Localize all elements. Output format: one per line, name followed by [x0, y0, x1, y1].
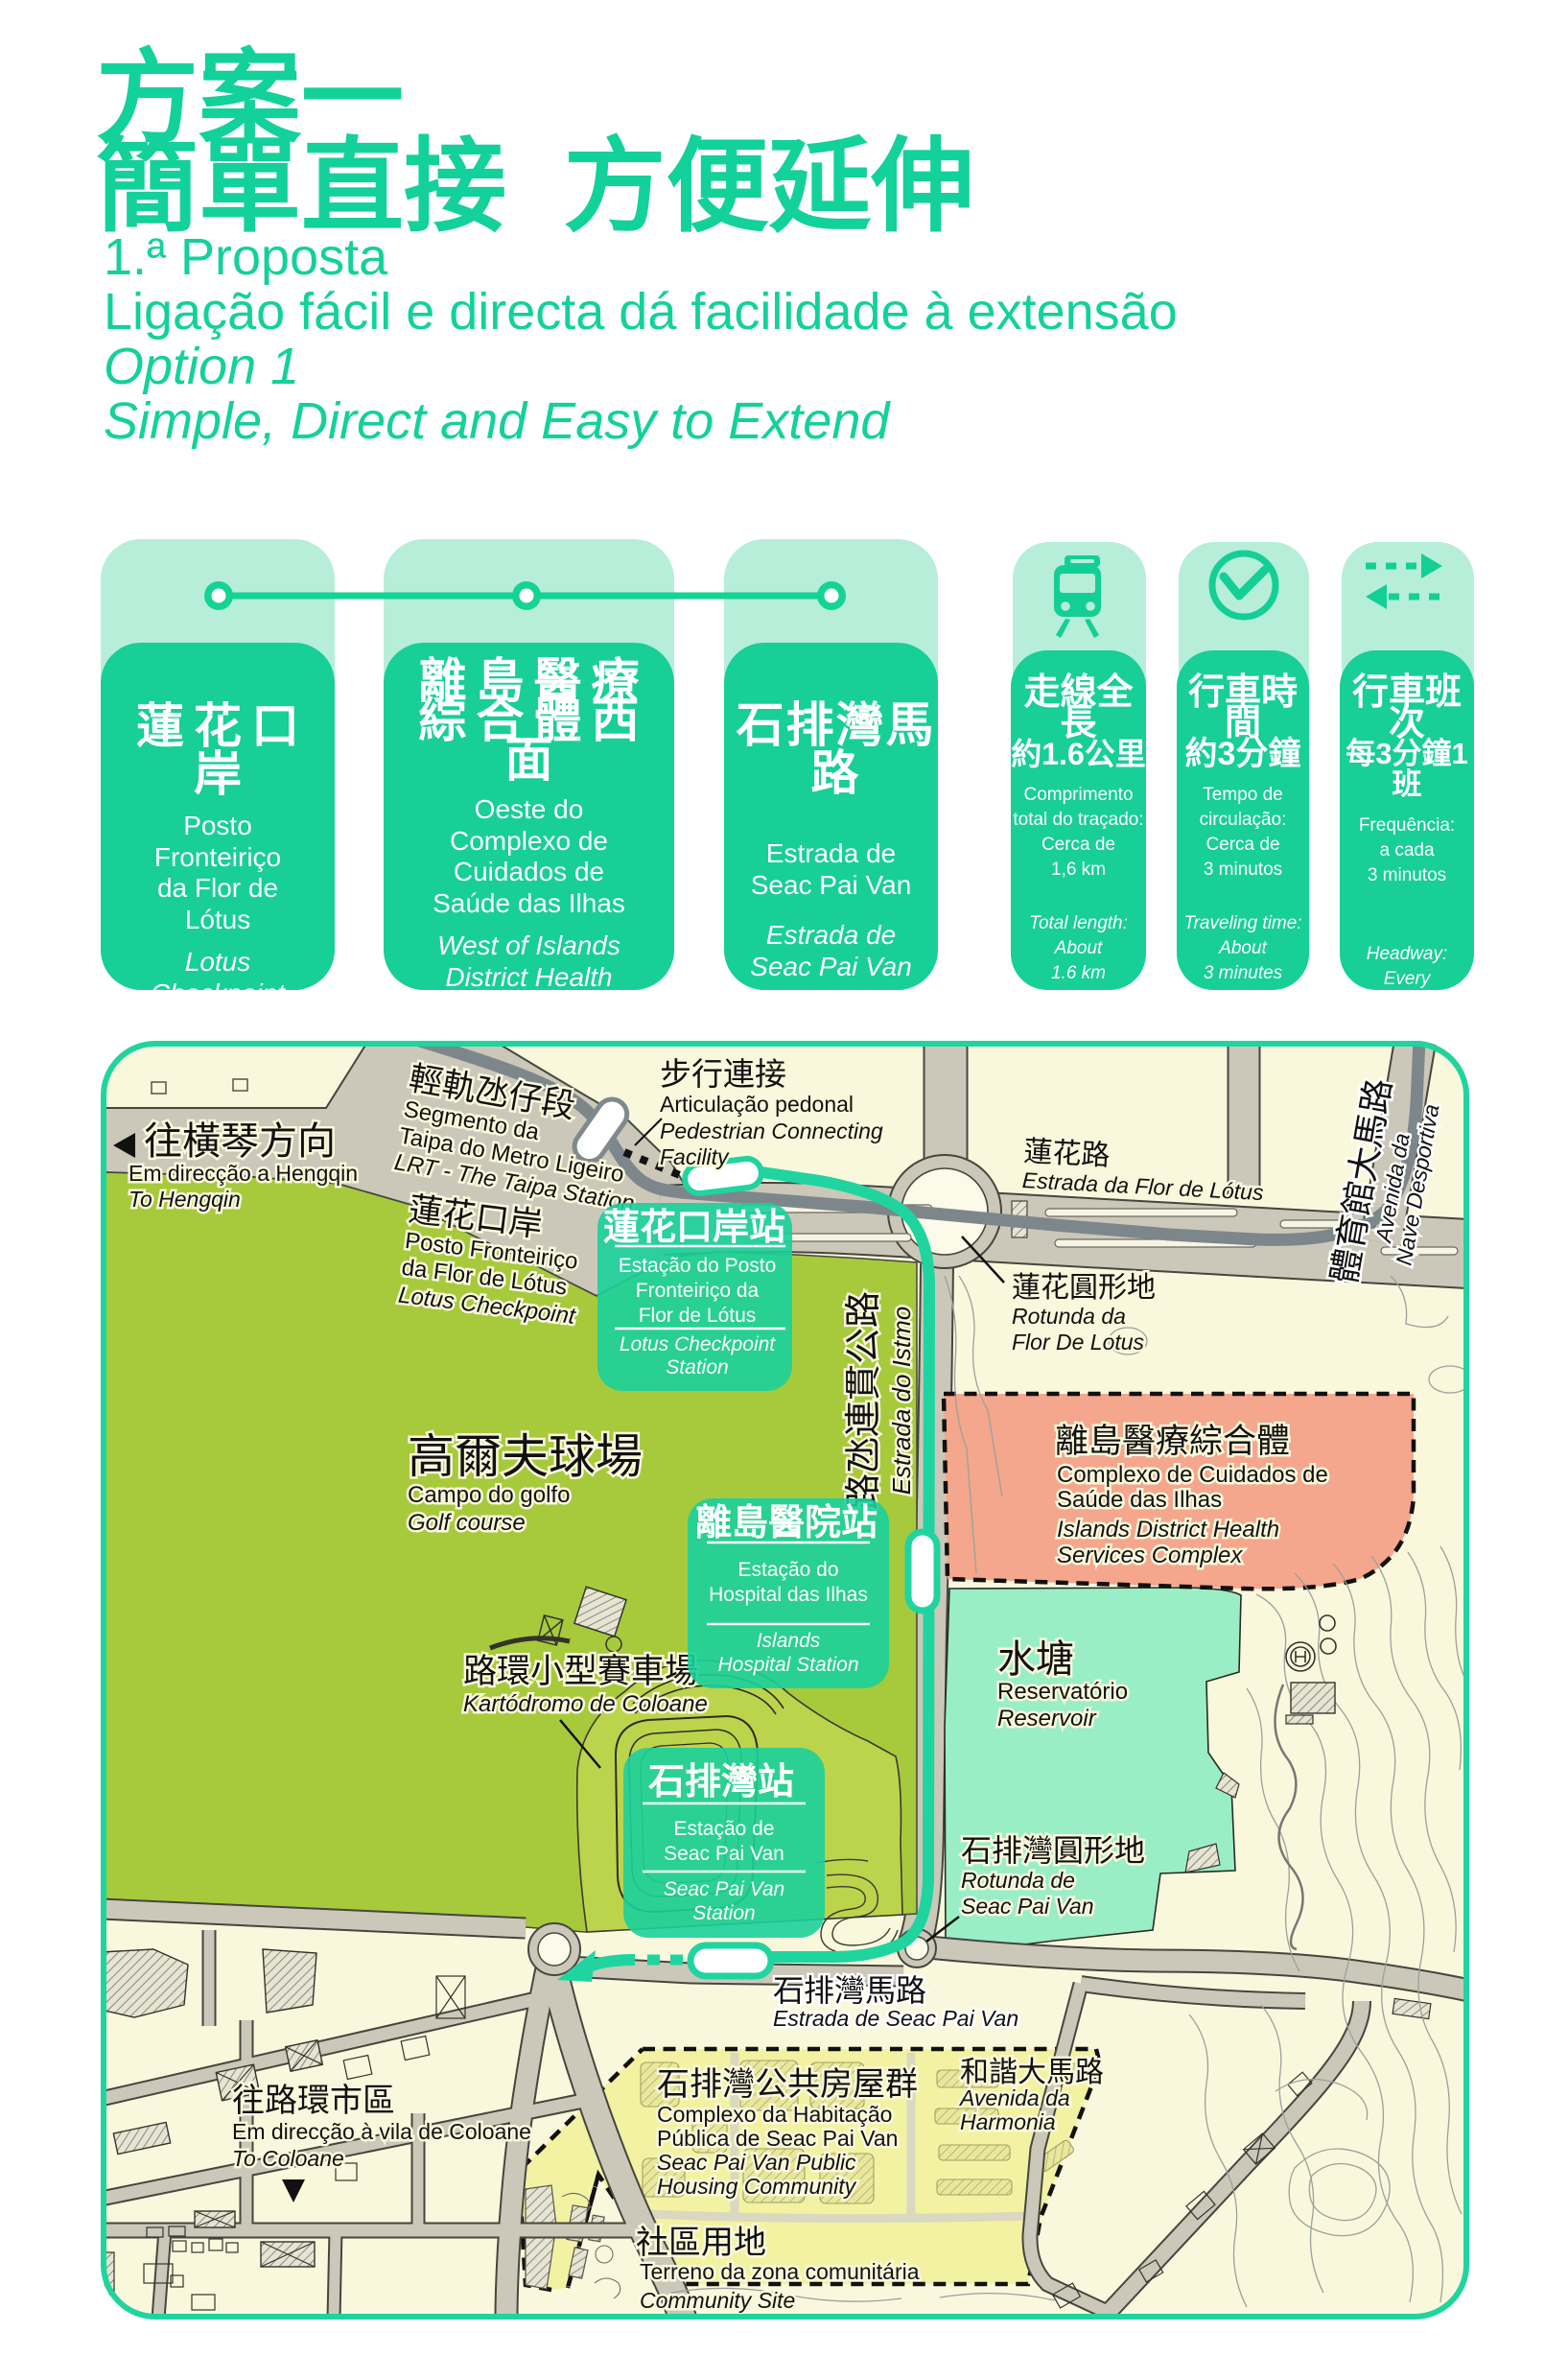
svg-text:Services Complex: Services Complex [1057, 1543, 1243, 1568]
svg-text:Pedestrian Connecting: Pedestrian Connecting [660, 1119, 883, 1143]
svg-text:離島醫療綜合體: 離島醫療綜合體 [1055, 1423, 1290, 1460]
svg-text:往路環市區: 往路環市區 [232, 2083, 395, 2119]
svg-text:Estação do Posto: Estação do Posto [619, 1255, 777, 1277]
svg-text:Estação de: Estação de [673, 1818, 774, 1840]
svg-text:Estrada do Istmo: Estrada do Istmo [887, 1307, 916, 1496]
svg-text:蓮花路: 蓮花路 [1023, 1136, 1112, 1172]
svg-text:Station: Station [692, 1902, 755, 1924]
svg-text:Campo do golfo: Campo do golfo [408, 1482, 570, 1508]
svg-text:Hospital Station: Hospital Station [717, 1654, 858, 1676]
svg-text:石排灣站: 石排灣站 [648, 1762, 794, 1802]
svg-text:Community Site: Community Site [640, 2288, 795, 2313]
svg-text:Lotus Checkpoint: Lotus Checkpoint [620, 1333, 776, 1355]
svg-text:Islands District Health: Islands District Health [1057, 1517, 1279, 1543]
svg-text:Em direcção à vila de Coloane: Em direcção à vila de Coloane [232, 2119, 531, 2144]
svg-text:石排灣馬路: 石排灣馬路 [773, 1973, 926, 2008]
svg-text:To Hengqin: To Hengqin [129, 1187, 241, 1212]
svg-text:Complexo de Cuidados de: Complexo de Cuidados de [1057, 1462, 1328, 1488]
svg-text:Seac Pai Van: Seac Pai Van [664, 1843, 784, 1865]
svg-text:Em direcção a Hengqin: Em direcção a Hengqin [129, 1161, 358, 1186]
svg-text:Estação do: Estação do [737, 1559, 838, 1581]
svg-text:Flor De Lotus: Flor De Lotus [1012, 1330, 1145, 1354]
svg-text:蓮花圓形地: 蓮花圓形地 [1012, 1272, 1156, 1304]
svg-text:Reservoir: Reservoir [997, 1706, 1097, 1731]
svg-text:Housing Community: Housing Community [657, 2174, 857, 2199]
svg-text:Islands: Islands [757, 1630, 821, 1652]
svg-text:Terreno da zona comunitária: Terreno da zona comunitária [640, 2259, 920, 2284]
svg-text:Seac Pai Van Public: Seac Pai Van Public [657, 2150, 856, 2175]
svg-text:Facility: Facility [660, 1144, 730, 1169]
svg-text:Seac Pai Van: Seac Pai Van [961, 1894, 1094, 1919]
svg-text:蓮花口岸站: 蓮花口岸站 [603, 1208, 785, 1248]
svg-text:步行連接: 步行連接 [660, 1056, 786, 1092]
svg-text:Rotunda da: Rotunda da [1012, 1304, 1126, 1329]
svg-text:Rotunda de: Rotunda de [961, 1868, 1075, 1893]
svg-text:Hospital das Ilhas: Hospital das Ilhas [709, 1584, 868, 1606]
svg-text:社區用地: 社區用地 [636, 2225, 766, 2261]
svg-text:石排灣公共房屋群: 石排灣公共房屋群 [657, 2066, 918, 2103]
svg-text:Fronteiriço da: Fronteiriço da [636, 1280, 760, 1302]
svg-text:石排灣圓形地: 石排灣圓形地 [961, 1833, 1145, 1868]
svg-text:Reservatório: Reservatório [997, 1679, 1128, 1705]
svg-text:Kartódromo de Coloane: Kartódromo de Coloane [463, 1691, 708, 1717]
svg-text:Golf course: Golf course [408, 1510, 526, 1536]
svg-text:路環小型賽車場: 路環小型賽車場 [463, 1653, 698, 1690]
svg-text:和諧大馬路: 和諧大馬路 [960, 2057, 1104, 2088]
svg-text:Station: Station [666, 1356, 728, 1378]
svg-text:To Coloane: To Coloane [232, 2146, 344, 2171]
svg-text:水塘: 水塘 [997, 1638, 1074, 1681]
svg-text:路氹連貫公路: 路氹連貫公路 [844, 1291, 884, 1510]
svg-text:往橫琴方向: 往橫琴方向 [144, 1120, 336, 1163]
svg-text:Harmonia: Harmonia [960, 2109, 1056, 2134]
svg-text:Articulação pedonal: Articulação pedonal [660, 1092, 854, 1117]
svg-text:Estrada de Seac Pai Van: Estrada de Seac Pai Van [773, 2006, 1018, 2031]
svg-text:高爾夫球場: 高爾夫球場 [408, 1431, 643, 1483]
svg-text:Flor de Lótus: Flor de Lótus [639, 1305, 757, 1327]
svg-text:Complexo da Habitação: Complexo da Habitação [657, 2102, 892, 2127]
svg-text:Seac Pai Van: Seac Pai Van [664, 1878, 784, 1900]
svg-text:Avenida da: Avenida da [958, 2085, 1070, 2110]
svg-text:Pública de Seac Pai Van: Pública de Seac Pai Van [657, 2126, 898, 2151]
svg-text:離島醫院站: 離島醫院站 [695, 1503, 878, 1543]
svg-text:Saúde das Ilhas: Saúde das Ilhas [1057, 1487, 1222, 1513]
